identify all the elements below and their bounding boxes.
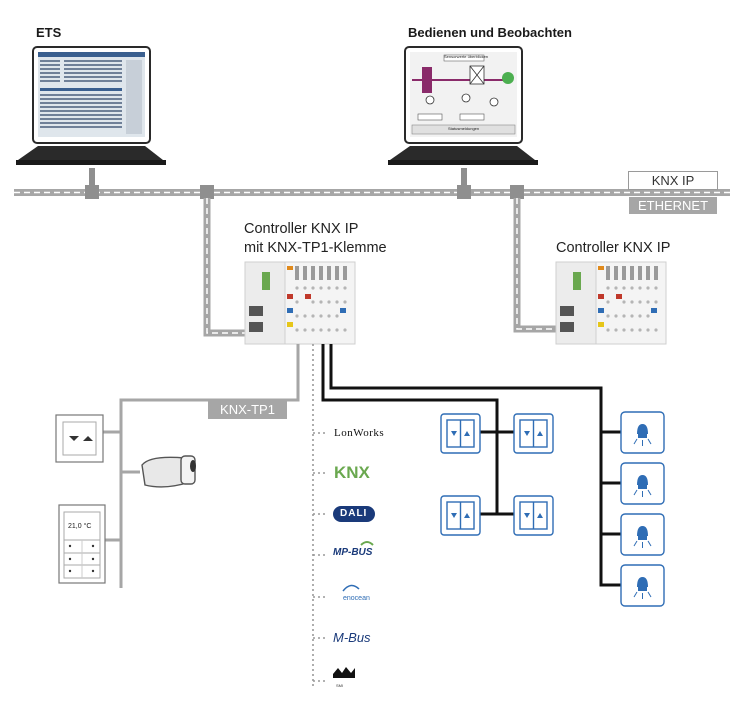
black-bus xyxy=(321,344,621,587)
laptop-ets xyxy=(16,46,166,165)
blue-switch-2 xyxy=(513,413,554,454)
blue-switch-arrows xyxy=(451,431,543,518)
ets-title: ETS xyxy=(36,25,62,40)
link-left-controller xyxy=(203,198,245,337)
protocol-knx: KNX xyxy=(334,463,370,482)
lamp-icon-1 xyxy=(620,411,665,454)
protocol-mbus: M-Bus xyxy=(333,630,371,645)
blind-switch xyxy=(55,414,104,463)
link-right-controller xyxy=(513,198,556,333)
protocol-line xyxy=(312,344,328,686)
thermostat-display: 21,0 °C xyxy=(68,523,92,530)
backbone-nodes xyxy=(85,185,524,199)
visualization-title: Bedienen und Beobachten xyxy=(408,25,572,40)
lamp-devices xyxy=(620,411,665,607)
visualization-screen-title: Sensorwerte überblicken xyxy=(444,54,489,59)
knx-ip-label: KNX IP xyxy=(628,171,718,190)
protocol-dali: DALI xyxy=(340,508,368,519)
camera xyxy=(141,455,196,488)
protocol-logo-shapes xyxy=(333,506,375,678)
blue-blind-switches xyxy=(440,413,554,536)
blue-switch-4 xyxy=(513,495,554,536)
knx-tp1-bus xyxy=(103,344,300,588)
protocol-smi: SMI xyxy=(336,683,344,688)
ethernet-backbone xyxy=(14,189,730,196)
controller-left-label-2: mit KNX-TP1-Klemme xyxy=(244,240,387,256)
controller-left-label-1: Controller KNX IP xyxy=(244,221,359,237)
ethernet-label: ETHERNET xyxy=(629,197,717,214)
lamp-icon-3 xyxy=(620,513,665,556)
protocol-mpbus: MP-BUS xyxy=(333,547,373,558)
controller-right xyxy=(555,261,667,345)
laptop-visualization xyxy=(388,46,538,165)
lamp-icon-4 xyxy=(620,564,665,607)
visualization-status-text: Statusmeldungen xyxy=(448,126,480,131)
blue-switch-3 xyxy=(440,495,481,536)
knx-tp1-label: KNX-TP1 xyxy=(208,401,287,419)
protocol-lonworks: LonWorks xyxy=(334,427,385,439)
lamp-icon-2 xyxy=(620,462,665,505)
controller-right-label: Controller KNX IP xyxy=(556,240,671,256)
room-thermostat-panel xyxy=(58,504,106,584)
blue-switch-1 xyxy=(440,413,481,454)
controller-left xyxy=(244,261,356,345)
protocol-enocean: enocean xyxy=(343,595,370,602)
